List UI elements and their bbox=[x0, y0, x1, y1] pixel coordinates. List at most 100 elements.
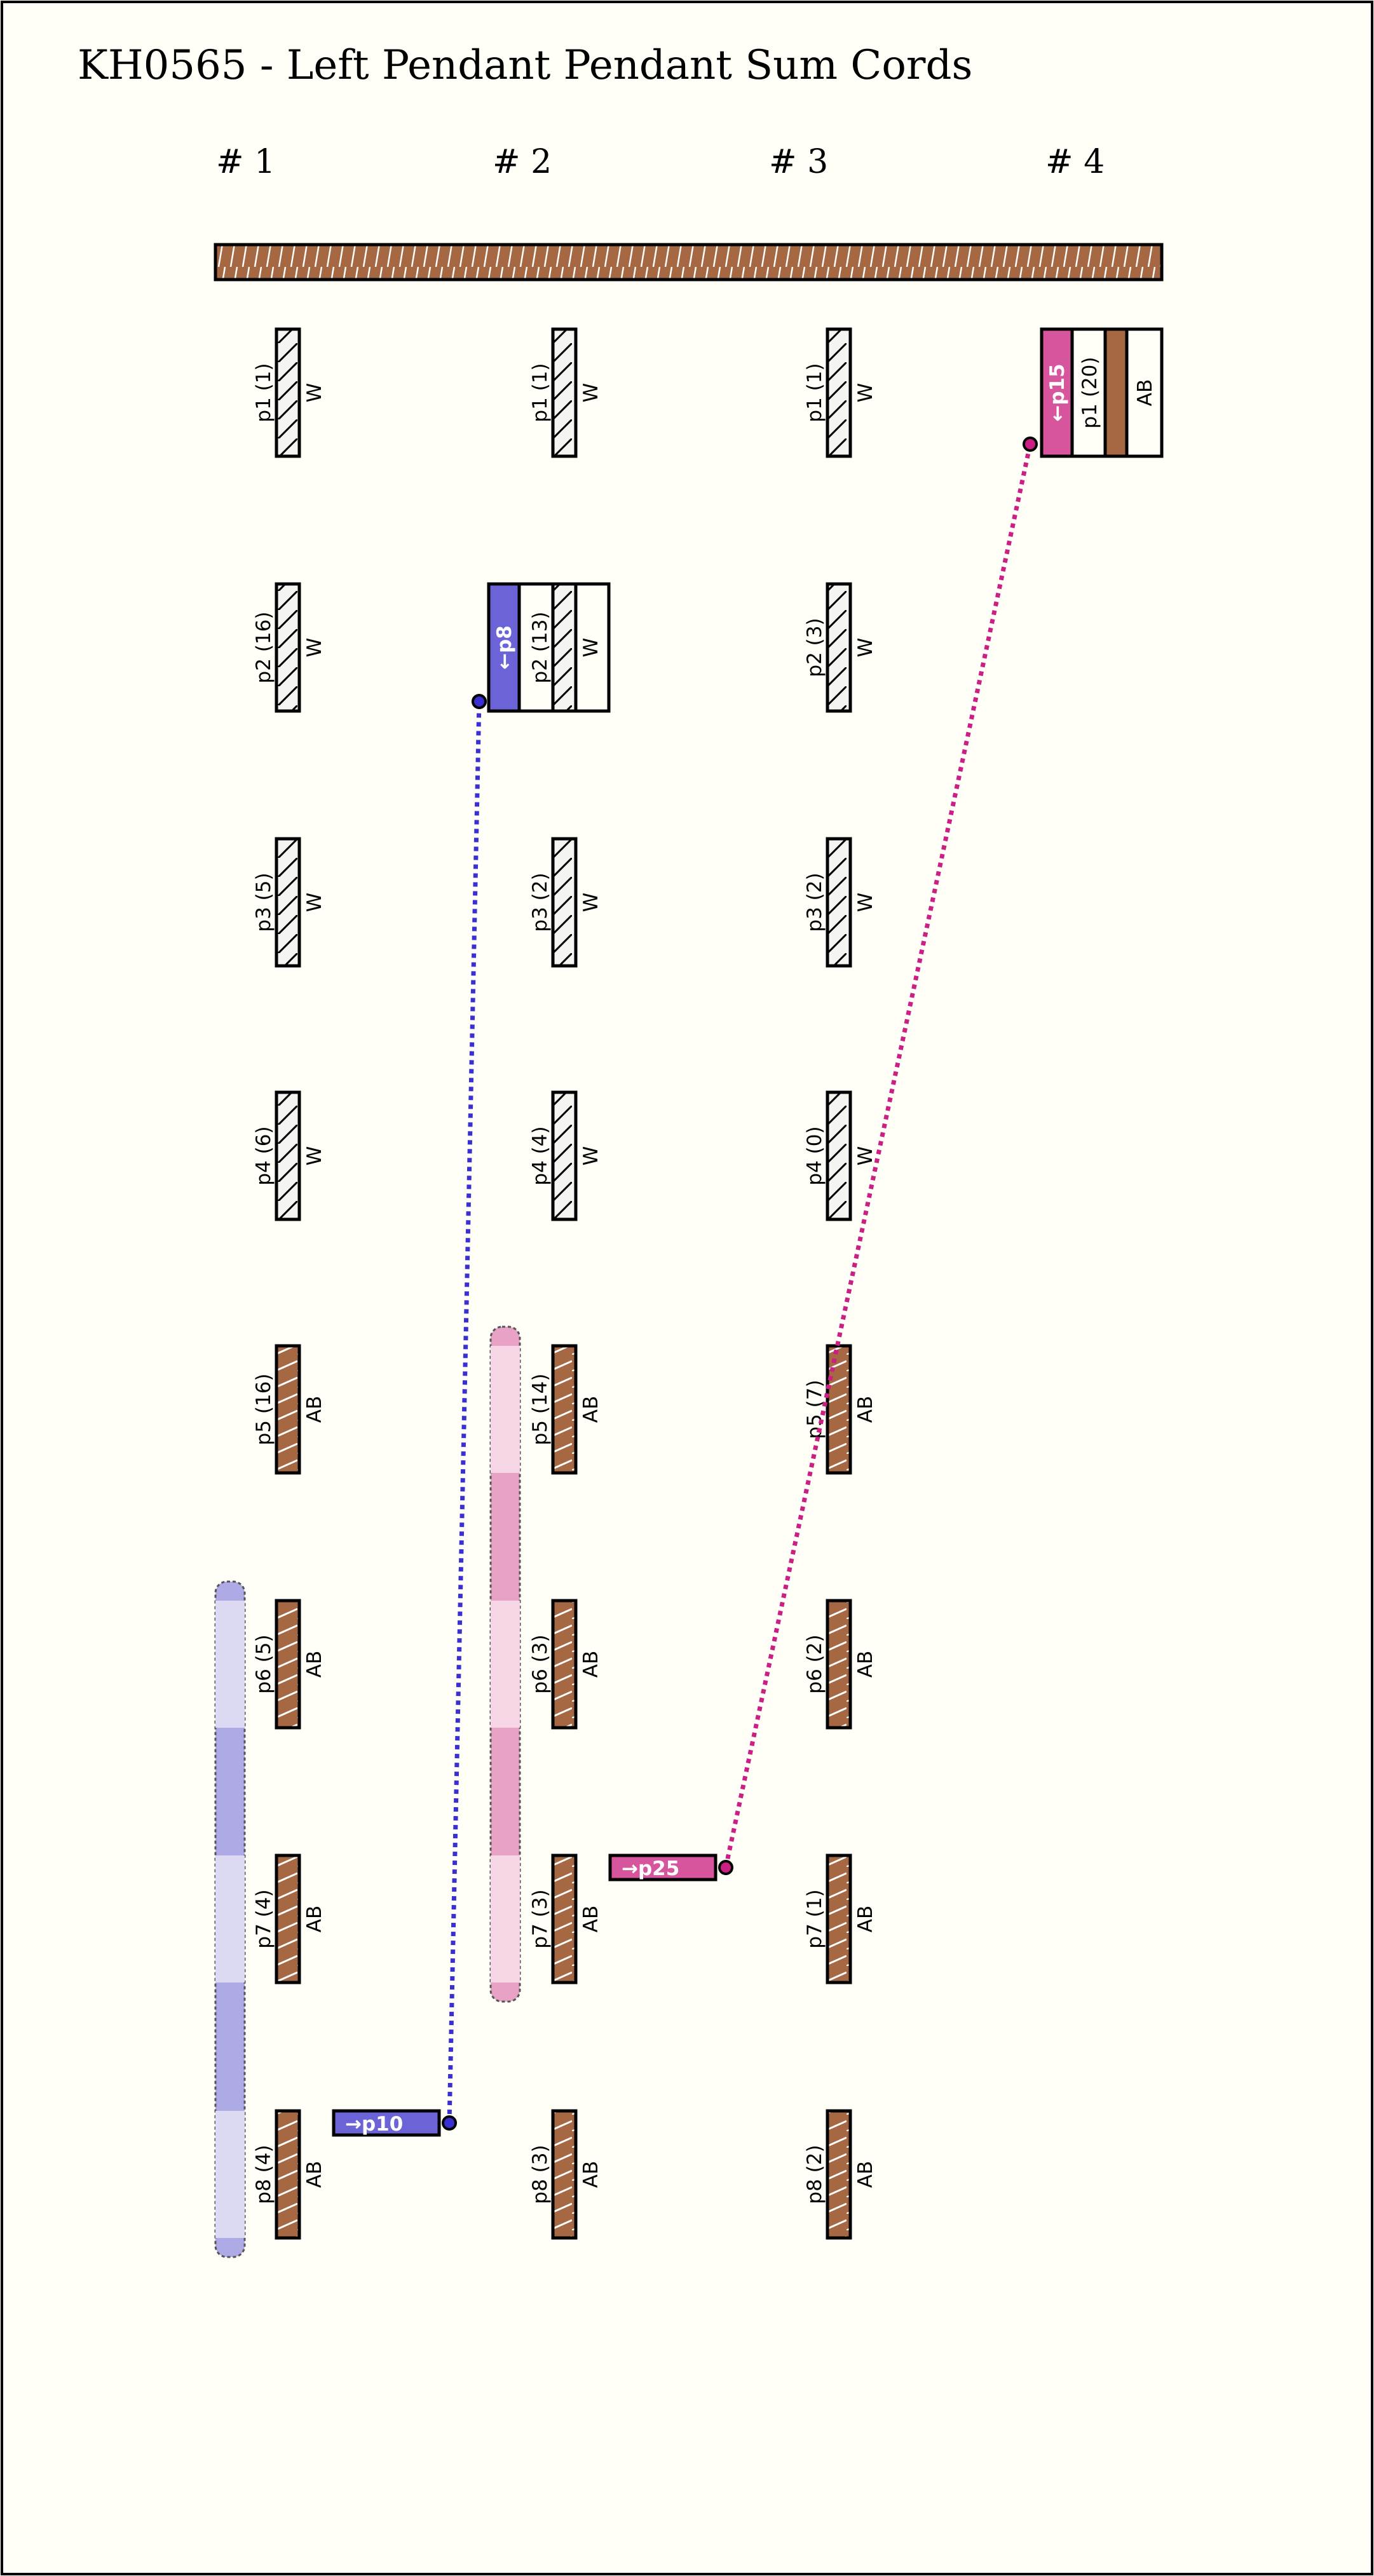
pendant: p2 (16)W bbox=[252, 582, 326, 713]
pendant: p4 (6)W bbox=[252, 1090, 326, 1221]
pendant-color: AB bbox=[580, 1651, 602, 1678]
pendant-color: W bbox=[854, 893, 877, 912]
pendant-label: p2 (3) bbox=[803, 618, 826, 677]
pendant-label: p3 (5) bbox=[252, 872, 275, 932]
pendant-cord bbox=[275, 1344, 301, 1475]
link-out-tag bbox=[608, 1854, 718, 1881]
pendant-color: AB bbox=[580, 1906, 602, 1932]
pendant-color: W bbox=[580, 893, 602, 912]
sum-group-segment-light bbox=[491, 1855, 520, 1983]
page-title: KH0565 - Left Pendant Pendant Sum Cords bbox=[78, 42, 972, 89]
link-source-dot bbox=[442, 2115, 457, 2131]
pendant-label: p1 (1) bbox=[529, 363, 552, 422]
pendant-color: AB bbox=[303, 2161, 326, 2188]
pendant: p4 (0)W bbox=[803, 1090, 877, 1221]
pendant-cord bbox=[551, 582, 578, 713]
sum-group-segment-light bbox=[215, 1855, 245, 1983]
pendant-cord bbox=[275, 327, 301, 458]
column-header: # 2 bbox=[493, 143, 552, 181]
link-in-tag bbox=[1040, 327, 1074, 458]
pendant-cord bbox=[1103, 327, 1129, 458]
pendant-cord bbox=[826, 2109, 852, 2240]
sum-link-line-pink bbox=[723, 444, 1033, 1868]
pendant-label: p1 (1) bbox=[252, 363, 275, 422]
pendant-cord bbox=[826, 1344, 852, 1475]
link-target-dot bbox=[472, 694, 487, 709]
pendant-color-cell bbox=[1125, 327, 1164, 458]
pendant-label: p1 (20) bbox=[1078, 357, 1101, 429]
pendant-cord bbox=[826, 837, 852, 968]
pendant-color-cell bbox=[574, 582, 611, 713]
pendant-color: W bbox=[854, 638, 877, 658]
pendant-label: p3 (2) bbox=[529, 872, 552, 932]
column-1: # 1p1 (1)Wp2 (16)Wp3 (5)Wp4 (6)Wp5 (16)A… bbox=[216, 143, 441, 2240]
pendant-color: AB bbox=[303, 1651, 326, 1678]
pendant: p4 (4) W bbox=[529, 1090, 602, 1221]
pendant: p1 (1) W bbox=[803, 327, 877, 458]
pendant: p7 (3)AB→p25 bbox=[529, 1854, 718, 1984]
pendant: p5 (14)AB bbox=[529, 1344, 602, 1475]
pendant-color: W bbox=[303, 638, 326, 658]
pendant-cord bbox=[826, 1090, 852, 1221]
pendant-cord bbox=[826, 1854, 852, 1984]
pendant: p1 (1)W bbox=[252, 327, 326, 458]
pendant-label: p3 (2) bbox=[803, 872, 826, 932]
pendant: p8 (4)AB→p10 bbox=[252, 2109, 441, 2240]
pendant: p7 (1)AB bbox=[803, 1854, 877, 1984]
pendant-label: p8 (4) bbox=[252, 2145, 275, 2204]
pendant-color: AB bbox=[1134, 379, 1157, 406]
pendant-color: W bbox=[580, 638, 602, 658]
link-out-tag bbox=[332, 2109, 441, 2137]
pendant-label-cell bbox=[517, 582, 555, 713]
pendant: p6 (3) AB bbox=[529, 1599, 602, 1730]
pendant-color: AB bbox=[854, 1396, 877, 1423]
pendant-cord bbox=[551, 1090, 578, 1221]
pendant: p6 (5)AB bbox=[252, 1599, 326, 1730]
sum-group-segment-light bbox=[491, 1346, 520, 1473]
pendant-color: W bbox=[580, 1146, 602, 1166]
pendant-color: AB bbox=[303, 1396, 326, 1423]
pendant-cord bbox=[826, 327, 852, 458]
pendant-label: p6 (2) bbox=[803, 1634, 826, 1693]
link-source-dot bbox=[718, 1860, 733, 1875]
pendant-cord bbox=[551, 2109, 578, 2240]
column-3: # 3p1 (1)Wp2 (3)Wp3 (2)Wp4 (0)Wp5 (7)ABp… bbox=[769, 143, 877, 2240]
pendant-label: p1 (1) bbox=[803, 363, 826, 422]
pendant: p6 (2) AB bbox=[803, 1599, 877, 1730]
pendant: p8 (2)AB bbox=[803, 2109, 877, 2240]
pendant: p3 (2) W bbox=[529, 837, 602, 968]
pendant: p3 (5)W bbox=[252, 837, 326, 968]
primary-cord bbox=[214, 243, 1164, 281]
pendant: p8 (3)AB bbox=[529, 2109, 602, 2240]
pendant-color: AB bbox=[854, 1906, 877, 1932]
pendant-cord bbox=[551, 1344, 578, 1475]
pendant-label: p5 (7) bbox=[803, 1380, 826, 1439]
pendant-cord bbox=[275, 2109, 301, 2240]
pendant-cord bbox=[275, 837, 301, 968]
pendant-color: AB bbox=[580, 1396, 602, 1423]
pendant: ←p15 p1 (20) AB bbox=[1040, 327, 1164, 458]
pendant-color: W bbox=[580, 383, 602, 403]
pendant: p1 (1) W bbox=[529, 327, 602, 458]
pendant-color: W bbox=[854, 383, 877, 403]
pendant-label: p5 (16) bbox=[252, 1374, 275, 1446]
pendant-label: p6 (3) bbox=[529, 1634, 552, 1693]
pendant-label: p4 (4) bbox=[529, 1126, 552, 1185]
pendant-label: p4 (6) bbox=[252, 1126, 275, 1185]
pendant-label: p7 (4) bbox=[252, 1889, 275, 1948]
pendant-color: AB bbox=[854, 1651, 877, 1678]
link-out-label: →p25 bbox=[622, 1857, 679, 1880]
sum-group-blue bbox=[214, 1580, 246, 2258]
pendant-cord bbox=[551, 327, 578, 458]
pendant: p5 (7) AB bbox=[803, 1344, 877, 1475]
pendant-cord bbox=[826, 1599, 852, 1730]
link-in-label: ←p15 bbox=[1046, 363, 1069, 421]
pendant-color: AB bbox=[854, 2161, 877, 2188]
pendant-cord bbox=[551, 837, 578, 968]
pendant-cord bbox=[275, 1599, 301, 1730]
